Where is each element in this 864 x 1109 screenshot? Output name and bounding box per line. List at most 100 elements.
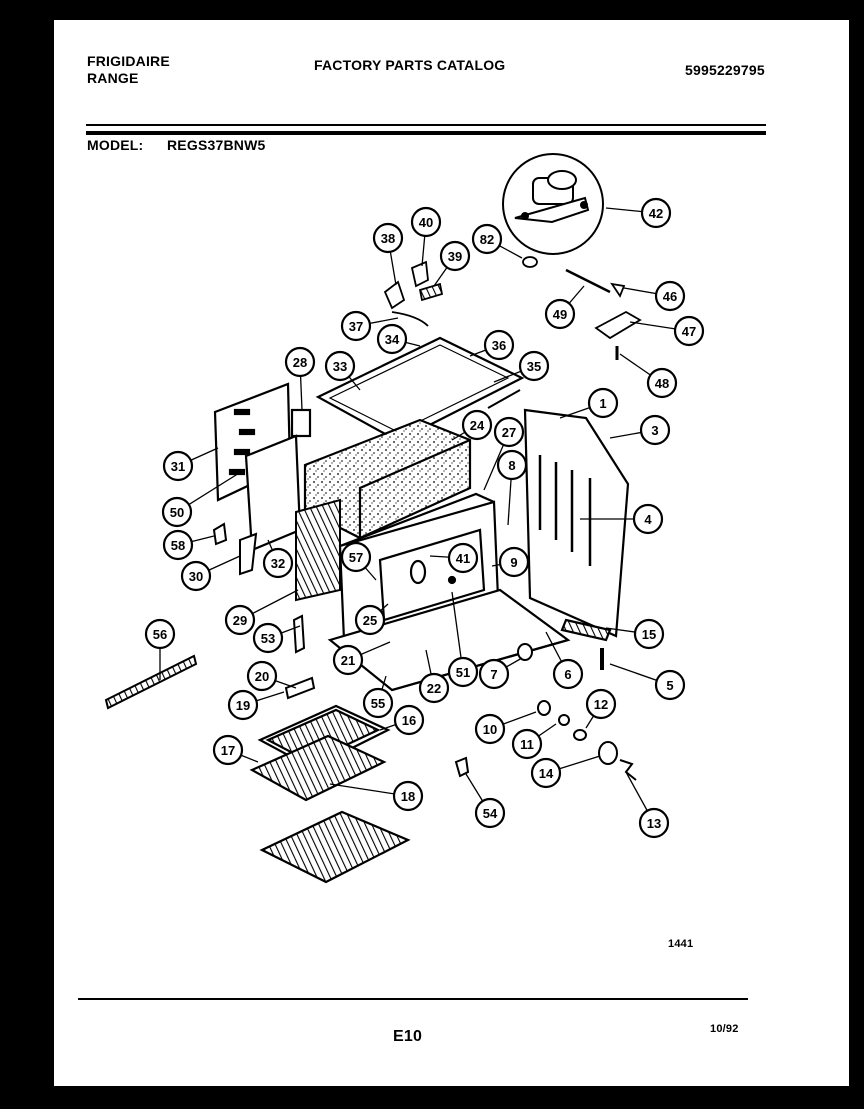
callout-circle (478, 658, 510, 690)
catalog-number: 5995229795 (685, 62, 765, 78)
callout-number: 5 (666, 678, 673, 693)
callout-circle (544, 298, 576, 330)
callout-number: 54 (483, 806, 498, 821)
callout-9: 9 (498, 546, 530, 578)
cooktop-top-panel (315, 336, 525, 443)
callout-37: 37 (340, 310, 372, 342)
callout-number: 16 (402, 713, 416, 728)
callout-47: 47 (673, 315, 705, 347)
callout-circle (324, 350, 356, 382)
part-42-detail-inset (502, 153, 604, 255)
callout-number: 31 (171, 459, 185, 474)
callout-number: 82 (480, 232, 494, 247)
callout-4: 4 (632, 503, 664, 535)
callout-27: 27 (493, 416, 525, 448)
callout-number: 38 (381, 231, 395, 246)
callout-18: 18 (392, 780, 424, 812)
callout-circle (284, 346, 316, 378)
callout-51: 51 (447, 656, 479, 688)
callout-34: 34 (376, 323, 408, 355)
callout-number: 32 (271, 556, 285, 571)
callout-30: 30 (180, 560, 212, 592)
model-label: MODEL: (87, 137, 144, 153)
header-rule (86, 124, 766, 135)
callout-circle (552, 658, 584, 690)
callout-5: 5 (654, 669, 686, 701)
callout-number: 9 (510, 555, 517, 570)
callout-number: 14 (539, 766, 554, 781)
callout-circle (646, 367, 678, 399)
callout-55: 55 (362, 687, 394, 719)
callout-57: 57 (340, 541, 372, 573)
callout-22: 22 (418, 672, 450, 704)
callout-circle (638, 807, 670, 839)
callout-number: 42 (649, 206, 663, 221)
callout-circle (340, 310, 372, 342)
callout-48: 48 (646, 367, 678, 399)
callout-33: 33 (324, 350, 356, 382)
callout-number: 24 (470, 418, 485, 433)
callout-circle (262, 547, 294, 579)
callout-circle (340, 541, 372, 573)
callout-circle (227, 689, 259, 721)
callout-58: 58 (162, 529, 194, 561)
callout-7: 7 (478, 658, 510, 690)
callout-circle (493, 416, 525, 448)
callout-number: 20 (255, 669, 269, 684)
callout-number: 10 (483, 722, 497, 737)
callout-24: 24 (461, 409, 493, 441)
callout-number: 40 (419, 215, 433, 230)
callout-number: 17 (221, 743, 235, 758)
callout-circle (393, 704, 425, 736)
callout-number: 48 (655, 376, 669, 391)
callout-42: 42 (640, 197, 672, 229)
callout-circle (418, 672, 450, 704)
callout-14: 14 (530, 757, 562, 789)
callout-38: 38 (372, 222, 404, 254)
callout-circle (439, 240, 471, 272)
callout-circle (161, 496, 193, 528)
model-number: REGS37BNW5 (167, 137, 266, 153)
callout-number: 29 (233, 613, 247, 628)
drawing-number: 1441 (668, 938, 694, 950)
callout-circle (362, 687, 394, 719)
callout-number: 30 (189, 569, 203, 584)
callout-circle (410, 206, 442, 238)
callout-number: 8 (508, 458, 515, 473)
callout-number: 21 (341, 653, 355, 668)
kick-plate (104, 654, 198, 710)
callout-circle (162, 529, 194, 561)
callout-number: 58 (171, 538, 185, 553)
callout-49: 49 (544, 298, 576, 330)
callout-circle (518, 350, 550, 382)
callout-13: 13 (638, 807, 670, 839)
callout-circle (162, 450, 194, 482)
callout-16: 16 (393, 704, 425, 736)
callout-number: 49 (553, 307, 567, 322)
callout-circle (632, 503, 664, 535)
callout-number: 27 (502, 425, 516, 440)
callout-28: 28 (284, 346, 316, 378)
callout-circle (252, 622, 284, 654)
callout-circle (332, 644, 364, 676)
callout-40: 40 (410, 206, 442, 238)
left-side-panel (213, 382, 312, 552)
callout-number: 18 (401, 789, 415, 804)
callout-circle (498, 546, 530, 578)
callout-number: 41 (456, 551, 470, 566)
callout-circle (372, 222, 404, 254)
callout-number: 15 (642, 627, 656, 642)
callout-19: 19 (227, 689, 259, 721)
callout-circle (673, 315, 705, 347)
callout-35: 35 (518, 350, 550, 382)
catalog-title: FACTORY PARTS CATALOG (314, 57, 506, 73)
callout-circle (471, 223, 503, 255)
callout-number: 33 (333, 359, 347, 374)
callout-53: 53 (252, 622, 284, 654)
right-side-panel (523, 408, 630, 642)
callout-41: 41 (447, 542, 479, 574)
callout-number: 4 (644, 512, 652, 527)
callout-circle (639, 414, 671, 446)
callout-number: 57 (349, 550, 363, 565)
